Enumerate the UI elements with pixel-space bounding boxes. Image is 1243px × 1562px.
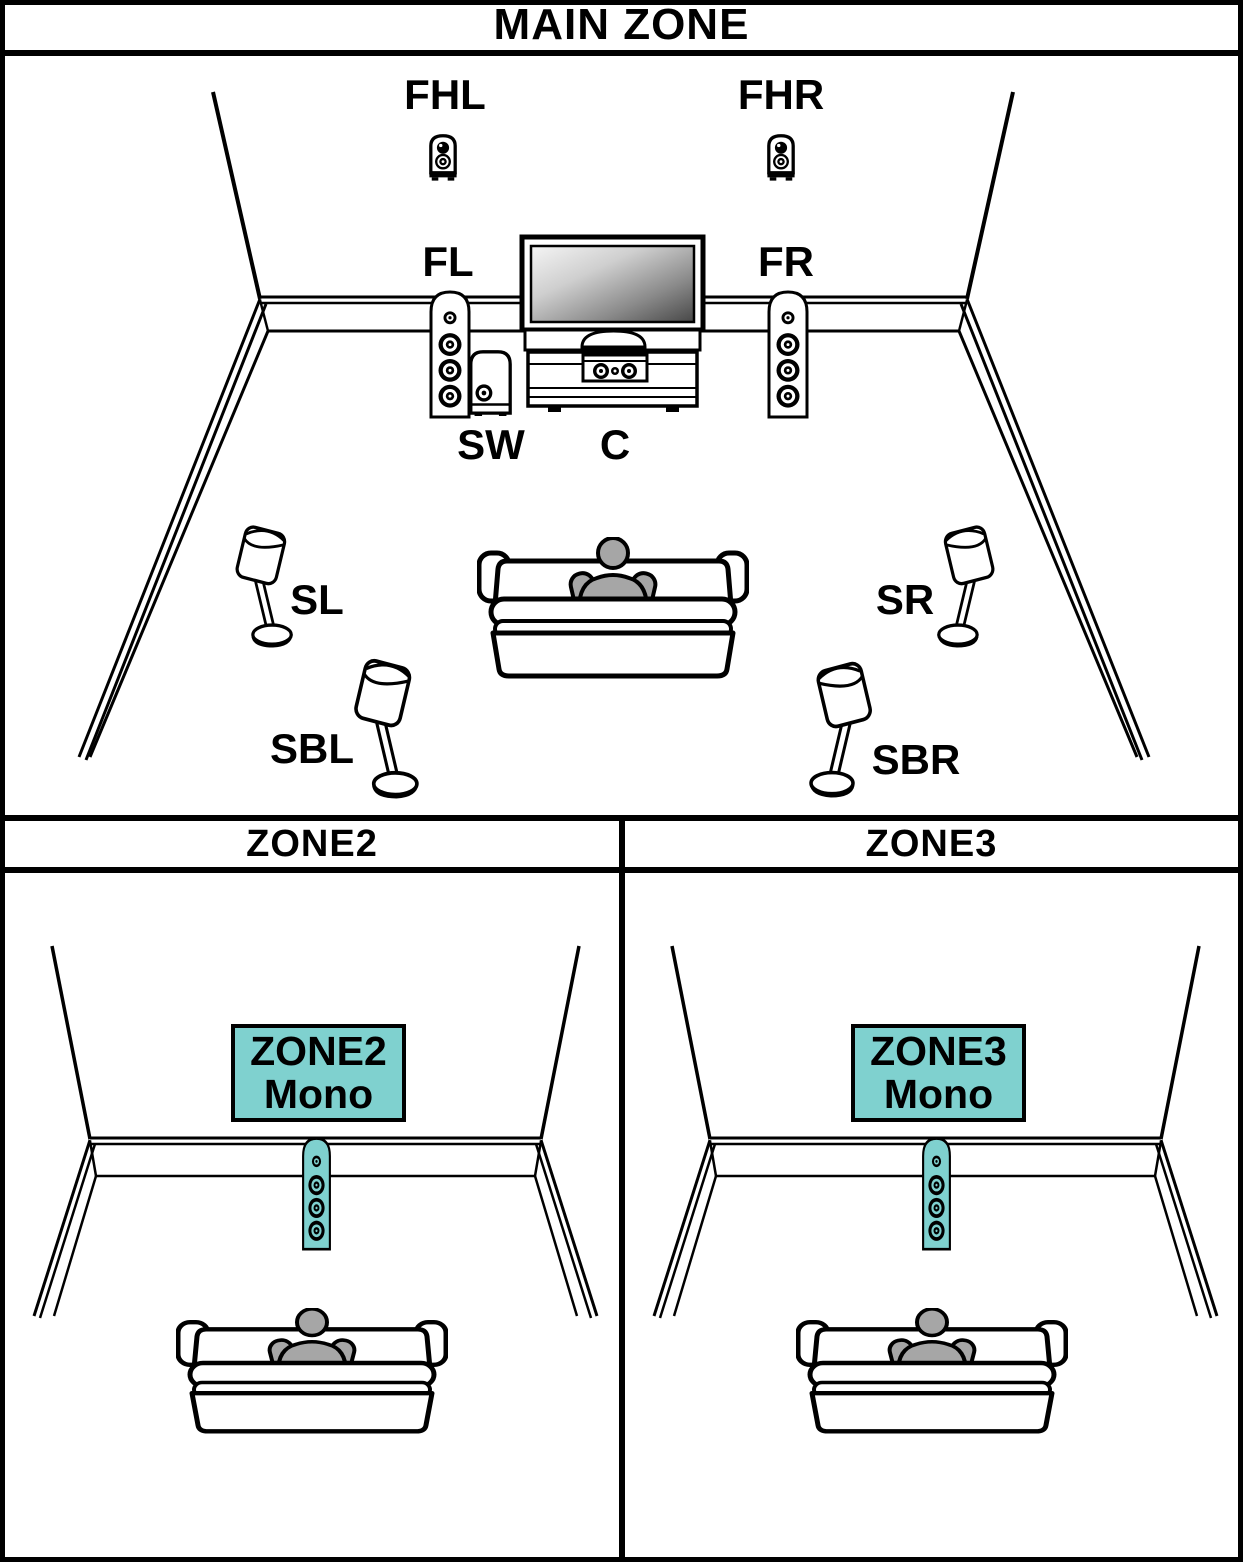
zone3-title: ZONE3 [865, 822, 998, 865]
zone3-badge-line2: Mono [883, 1071, 994, 1117]
zone3-header: ZONE3 [625, 821, 1238, 873]
front-height-right-speaker-icon [766, 134, 796, 182]
label-c: C [599, 421, 631, 468]
main-zone-title: MAIN ZONE [493, 0, 750, 49]
zone2-header: ZONE2 [5, 821, 619, 873]
label-sbr: SBR [871, 736, 961, 783]
zone2-sofa-person-icon [178, 1309, 446, 1431]
zone2-mono-badge: ZONE2 Mono [231, 1024, 406, 1122]
surround-right-speaker-icon [939, 525, 995, 646]
surround-left-speaker-icon [235, 525, 291, 646]
front-left-speaker-icon [429, 290, 471, 419]
label-fl: FL [422, 238, 474, 285]
label-sr: SR [875, 576, 935, 623]
subwoofer-icon [469, 350, 512, 416]
zone3-sofa-person-icon [798, 1309, 1066, 1431]
label-fhr: FHR [737, 71, 825, 118]
tv-icon [519, 234, 706, 412]
zone3-badge-line1: ZONE3 [870, 1028, 1007, 1074]
main-sofa-person-icon [479, 538, 747, 676]
label-sbl: SBL [270, 725, 354, 772]
zone2-room-walls [32, 945, 599, 1319]
zone3-mono-speaker-icon [921, 1137, 952, 1251]
zone3-room-walls [652, 944, 1219, 1320]
label-fr: FR [758, 238, 814, 285]
surround-back-right-speaker-icon [811, 662, 872, 796]
zone3-mono-badge: ZONE3 Mono [851, 1024, 1026, 1122]
label-sw: SW [457, 421, 525, 468]
surround-back-left-speaker-icon [354, 659, 417, 797]
zone2-badge-line2: Mono [263, 1071, 374, 1117]
main-zone-header: MAIN ZONE [0, 0, 1243, 56]
zone2-mono-speaker-icon [301, 1137, 332, 1251]
front-height-left-speaker-icon [428, 134, 458, 182]
center-speaker-icon [581, 353, 649, 383]
zone2-badge-line1: ZONE2 [250, 1028, 387, 1074]
label-sl: SL [290, 576, 344, 623]
label-fhl: FHL [404, 71, 486, 118]
zone2-title: ZONE2 [246, 822, 378, 865]
zones-center-divider [619, 815, 625, 1562]
front-right-speaker-icon [767, 290, 809, 419]
